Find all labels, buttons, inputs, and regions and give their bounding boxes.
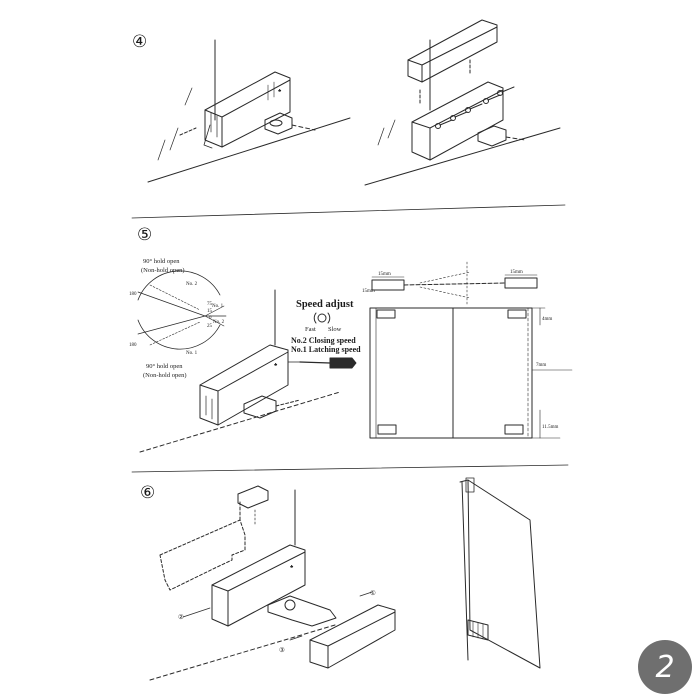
dim-15mm-right: 15mm	[510, 270, 523, 275]
part-3-label: ③	[279, 646, 285, 654]
speed-adjust-title: Speed adjust	[296, 299, 354, 310]
dial-angle-180-top: 180	[129, 292, 137, 297]
logo-mark-3: ♣	[290, 565, 294, 570]
page-number: 2	[655, 649, 675, 685]
closing-speed-label: No.2 Closing speed	[291, 336, 356, 345]
page-number-badge: 2	[638, 640, 692, 694]
logo-mark-2: ♣	[274, 363, 278, 368]
step-4-number: ④	[132, 32, 147, 51]
dial-angle-0: 0	[209, 316, 212, 321]
step-4-right-figure	[364, 19, 561, 186]
dial-angle-75: 75	[207, 302, 213, 307]
step-6-right-figure	[459, 477, 541, 669]
step-5-fitting: ♣	[139, 289, 341, 453]
speed-fast-label: Fast	[305, 326, 316, 333]
dial-no2-top: No. 2	[186, 282, 198, 287]
part-2-label: ②	[178, 613, 184, 621]
screwdriver-icon	[287, 357, 357, 369]
adjust-screw-icon	[317, 313, 327, 323]
part-1-label: ①	[370, 589, 376, 597]
step-5-section: ⑤ 90° hold open (Non-hold open) 180 180 …	[129, 225, 573, 453]
dial-bottom-label-1: 90° hold open	[146, 363, 183, 370]
dial-no1-mid: No. 1	[212, 304, 224, 309]
dial-bottom-label-2: (Non-hold open)	[143, 372, 187, 379]
dim-side: 15mm	[362, 289, 375, 294]
door-plan-diagram: 15mm 15mm 15mm 4mm 7mm	[362, 261, 573, 439]
pivot-icon	[284, 599, 296, 611]
logo-mark: ♣	[278, 89, 282, 94]
dim-7mm: 7mm	[536, 363, 546, 368]
dial-angle-25: 25	[207, 324, 213, 329]
speed-slow-label: Slow	[328, 326, 342, 333]
screws	[435, 86, 515, 129]
step-4-left-figure: ♣	[147, 39, 351, 183]
divider-2	[131, 464, 569, 473]
step-6-left-figure: ♣ ② ① ③	[149, 485, 396, 681]
angle-dial: 90° hold open (Non-hold open) 180 180 No…	[129, 258, 227, 379]
divider-1	[131, 204, 566, 219]
dial-top-label-1: 90° hold open	[143, 258, 180, 265]
step-6-section: ⑥ ♣ ②	[140, 477, 541, 681]
dim-11-5mm: 11.5mm	[542, 425, 558, 430]
dim-15mm-left: 15mm	[378, 272, 391, 277]
step-5-number: ⑤	[137, 225, 152, 244]
dial-top-label-2: (Non-hold open)	[141, 267, 185, 274]
dim-4mm: 4mm	[542, 317, 552, 322]
speed-adjust: Speed adjust Fast Slow No.2 Closing spee…	[287, 299, 361, 369]
step-4-section: ④ ♣	[132, 19, 561, 186]
step-6-number: ⑥	[140, 483, 155, 502]
dial-angle-180-bottom: 180	[129, 343, 137, 348]
dial-no1-bottom: No. 1	[186, 351, 198, 356]
dial-no2-mid: No. 2	[213, 320, 225, 325]
latching-speed-label: No.1 Latching speed	[291, 345, 361, 354]
dial-angle-15: 15	[207, 309, 213, 314]
